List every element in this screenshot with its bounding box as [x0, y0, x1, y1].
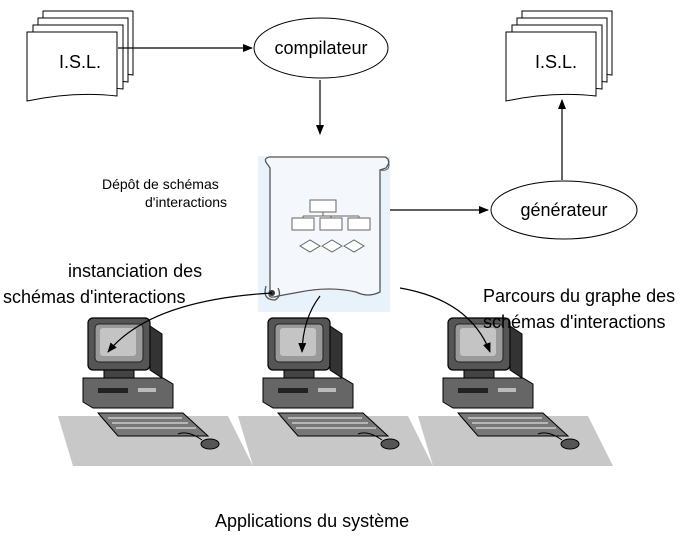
isl-input-label: I.S.L. [59, 52, 101, 72]
repository-label-line2: d'interactions [145, 194, 227, 210]
traversal-label-line1: Parcours du graphe des [483, 286, 675, 306]
arrow-to-computer-left [107, 292, 273, 353]
arrow-to-computer-center [298, 295, 321, 353]
computer-left [57, 317, 254, 467]
generator-ellipse [490, 180, 638, 240]
computer-right [417, 317, 614, 467]
isl-output-label: I.S.L. [535, 52, 577, 72]
instantiation-label-line2: schémas d'interactions [3, 287, 186, 307]
arrow-to-computer-right [399, 287, 491, 353]
repository-scroll [258, 156, 390, 312]
computer-center [237, 317, 434, 467]
compiler-ellipse [253, 17, 389, 79]
traversal-label-line2: schémas d'interactions [483, 312, 666, 332]
instantiation-label-line1: instanciation des [68, 261, 202, 281]
applications-label: Applications du système [215, 511, 409, 531]
isl-output-documents [505, 10, 613, 102]
compiler-label: compilateur [274, 38, 367, 58]
repository-label-line1: Dépôt de schémas [102, 176, 219, 192]
generator-label: générateur [520, 200, 607, 220]
isl-input-documents [26, 10, 134, 102]
